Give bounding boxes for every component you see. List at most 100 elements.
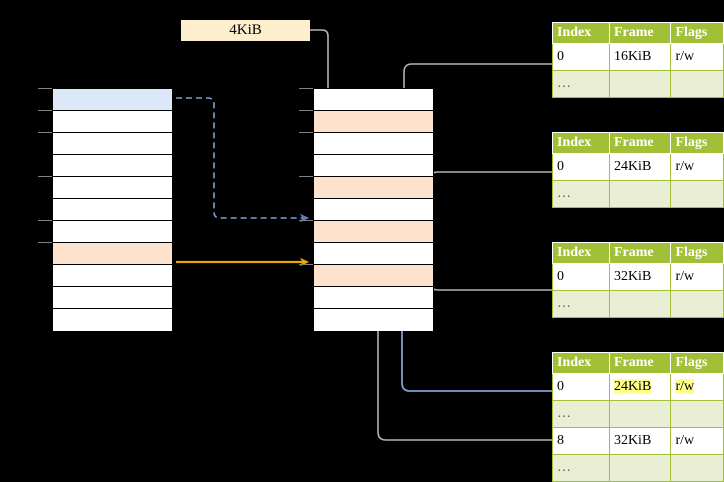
cell-index: 8 xyxy=(552,427,610,455)
cell-flags xyxy=(670,180,724,208)
physical-frame-row[interactable] xyxy=(314,177,433,199)
wire-pt2-to-frame xyxy=(426,171,552,228)
column-header-flags: Flags xyxy=(670,352,724,374)
virtual-page-row[interactable] xyxy=(53,221,172,243)
table-row[interactable]: … xyxy=(552,180,724,208)
cell-index: … xyxy=(552,290,610,318)
cell-flags xyxy=(670,70,724,98)
physical-frame-row[interactable] xyxy=(314,243,433,265)
physical-frame-tick xyxy=(299,264,313,265)
virtual-page-tick xyxy=(38,88,52,89)
cell-index: 0 xyxy=(552,263,610,291)
cell-flags xyxy=(670,454,724,482)
virtual-page-row[interactable] xyxy=(53,155,172,177)
physical-memory-column xyxy=(313,88,434,331)
column-header-frame: Frame xyxy=(608,242,672,264)
virtual-page-row[interactable] xyxy=(53,111,172,133)
cell-frame: 32KiB xyxy=(608,427,672,455)
virtual-page-row[interactable] xyxy=(53,199,172,221)
cell-index: … xyxy=(552,454,610,482)
size-label-text: 4KiB xyxy=(229,22,262,38)
cell-index: 0 xyxy=(552,153,610,181)
virtual-page-row[interactable] xyxy=(53,177,172,199)
cell-frame xyxy=(608,180,672,208)
physical-frame-row[interactable] xyxy=(314,199,433,221)
cell-frame xyxy=(608,400,672,428)
cell-index: … xyxy=(552,70,610,98)
column-header-flags: Flags xyxy=(670,242,724,264)
virtual-page-row[interactable] xyxy=(53,243,172,265)
virtual-page-tick xyxy=(38,242,52,243)
virtual-page-row[interactable] xyxy=(53,89,172,111)
cell-frame: 16KiB xyxy=(608,43,672,71)
cell-frame xyxy=(608,454,672,482)
column-header-index: Index xyxy=(552,22,610,44)
virtual-page-row[interactable] xyxy=(53,265,172,287)
virtual-page-row[interactable] xyxy=(53,133,172,155)
virtual-page-tick xyxy=(38,220,52,221)
virtual-page-row[interactable] xyxy=(53,309,172,331)
physical-frame-tick xyxy=(299,176,313,177)
table-row[interactable]: … xyxy=(552,454,724,482)
cell-flags: r/w xyxy=(670,427,724,455)
physical-frame-tick xyxy=(299,110,313,111)
column-header-flags: Flags xyxy=(670,22,724,44)
column-header-frame: Frame xyxy=(608,22,672,44)
physical-frame-tick xyxy=(299,132,313,133)
cell-index: … xyxy=(552,400,610,428)
virtual-page-tick xyxy=(38,176,52,177)
cell-frame xyxy=(608,70,672,98)
highlighted-value: 24KiB xyxy=(613,379,652,394)
cell-frame: 32KiB xyxy=(608,263,672,291)
cell-frame xyxy=(608,290,672,318)
physical-frame-row[interactable] xyxy=(314,155,433,177)
physical-frame-row[interactable] xyxy=(314,287,433,309)
physical-frame-row[interactable] xyxy=(314,309,433,331)
column-header-flags: Flags xyxy=(670,132,724,154)
physical-frame-row[interactable] xyxy=(314,265,433,287)
cell-index: 0 xyxy=(552,43,610,71)
physical-frame-tick xyxy=(299,88,313,89)
virtual-address-ticks xyxy=(38,88,52,330)
physical-frame-row[interactable] xyxy=(314,89,433,111)
cell-flags: r/w xyxy=(670,43,724,71)
physical-frame-row[interactable] xyxy=(314,221,433,243)
table-row[interactable]: … xyxy=(552,400,724,428)
column-header-index: Index xyxy=(552,132,610,154)
cell-index: … xyxy=(552,180,610,208)
cell-flags xyxy=(670,290,724,318)
virtual-page-tick xyxy=(38,132,52,133)
cell-frame: 24KiB xyxy=(608,373,672,401)
cell-flags: r/w xyxy=(670,263,724,291)
table-row[interactable]: … xyxy=(552,70,724,98)
physical-frame-row[interactable] xyxy=(314,111,433,133)
physical-frame-tick xyxy=(299,220,313,221)
virtual-page-row[interactable] xyxy=(53,287,172,309)
table-row[interactable]: … xyxy=(552,290,724,318)
column-header-frame: Frame xyxy=(608,352,672,374)
virtual-page-tick xyxy=(38,110,52,111)
wire-vpage-to-frame-dashed xyxy=(176,97,310,223)
physical-frame-row[interactable] xyxy=(314,133,433,155)
column-header-index: Index xyxy=(552,242,610,264)
cell-flags: r/w xyxy=(670,373,724,401)
size-label-4kib: 4KiB xyxy=(181,20,310,41)
cell-index: 0 xyxy=(552,373,610,401)
wire-pt3-to-frame xyxy=(426,266,552,291)
physical-memory-ticks xyxy=(299,88,313,330)
cell-flags xyxy=(670,400,724,428)
cell-frame: 24KiB xyxy=(608,153,672,181)
column-header-index: Index xyxy=(552,352,610,374)
cell-flags: r/w xyxy=(670,153,724,181)
highlighted-value: r/w xyxy=(675,379,695,394)
